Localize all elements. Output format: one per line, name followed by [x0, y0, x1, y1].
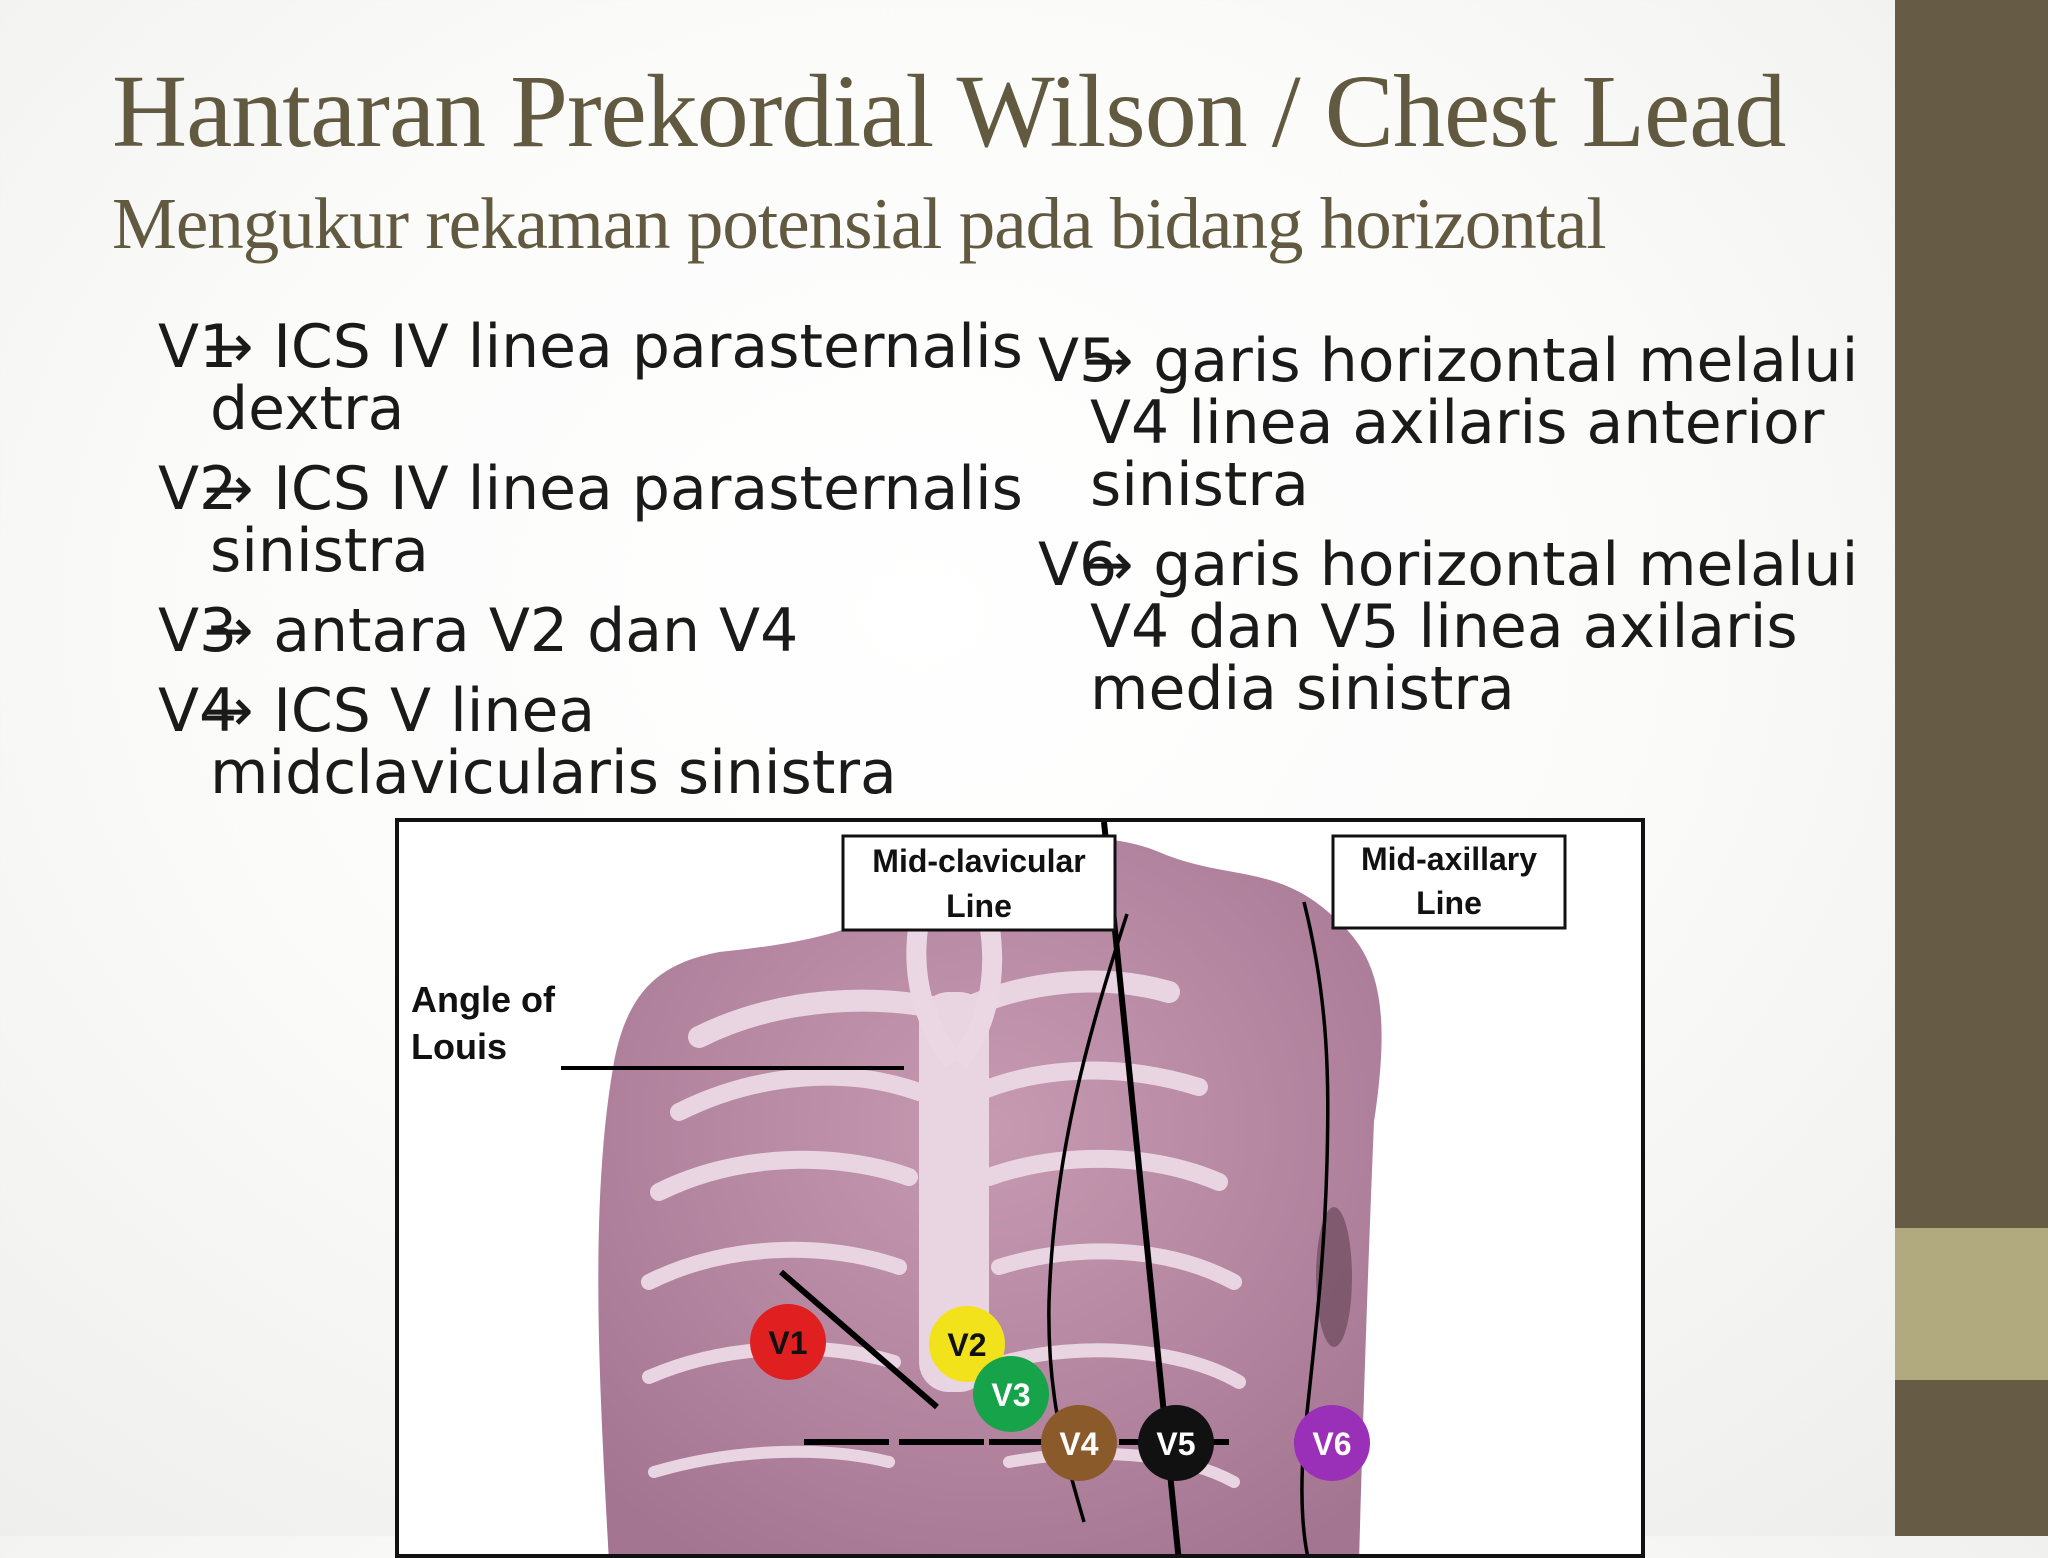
electrode-v3: V3	[973, 1356, 1049, 1432]
angle-of-louis-line2: Louis	[411, 1026, 507, 1067]
slide-title: Hantaran Prekordial Wilson / Chest Lead	[112, 54, 1786, 169]
lead-description: ICS IV linea parasternalis dextra	[210, 312, 1023, 444]
v1-v2-connector	[779, 1269, 939, 1410]
lead-description: antara V2 dan V4	[273, 596, 799, 666]
angle-of-louis-line1: Angle of	[411, 979, 556, 1020]
electrode-v1-label: V1	[768, 1325, 807, 1361]
lead-name: V6	[1038, 530, 1118, 600]
lead-name: V3	[158, 596, 238, 666]
list-item: V1→ICS IV linea parasternalis dextra	[158, 312, 1023, 444]
chest-illustration: V1 V2 V3 V4 V5 V6 Mid-clavicular Line	[399, 822, 1641, 1554]
electrode-v1-marker	[750, 1304, 826, 1380]
electrode-v6-marker	[1294, 1405, 1370, 1481]
electrode-v2-label: V2	[947, 1327, 986, 1363]
mid-clavicular-label-line1: Mid-clavicular	[872, 843, 1085, 879]
mid-clavicular-label-line2: Line	[946, 888, 1012, 924]
electrode-v4-marker	[1041, 1405, 1117, 1481]
list-item: V4→ICS V linea midclavicularis sinistra	[158, 676, 897, 808]
left-lead-list: V1→ICS IV linea parasternalis dextra V2→…	[158, 316, 1038, 822]
mid-axillary-line	[1300, 901, 1330, 1554]
sternum	[919, 992, 989, 1392]
mid-axillary-label-line1: Mid-axillary	[1361, 841, 1537, 877]
list-item: V5→garis horizontal melalui V4 linea axi…	[1038, 326, 1859, 520]
lead-description: ICS IV linea parasternalis sinistra	[210, 454, 1023, 586]
lead-name: V1	[158, 312, 238, 382]
sidebar-accent	[1895, 1228, 2048, 1380]
lead-description: garis horizontal melalui V4 linea axilar…	[1090, 326, 1859, 520]
electrode-v5-label: V5	[1156, 1426, 1195, 1462]
electrode-v4-label: V4	[1059, 1426, 1098, 1462]
electrode-v5: V5	[1138, 1405, 1214, 1481]
electrode-v6: V6	[1294, 1405, 1370, 1481]
chest-lead-diagram: V1 V2 V3 V4 V5 V6 Mid-clavicular Line	[395, 818, 1645, 1558]
electrode-v2: V2	[929, 1306, 1005, 1382]
right-lead-list: V5→garis horizontal melalui V4 linea axi…	[1038, 330, 1938, 738]
list-item: V2→ICS IV linea parasternalis sinistra	[158, 454, 1023, 586]
mid-clavicular-label: Mid-clavicular Line	[841, 834, 1117, 932]
mid-axillary-label-line2: Line	[1416, 885, 1482, 921]
slide-subtitle: Mengukur rekaman potensial pada bidang h…	[112, 183, 1607, 264]
electrode-v6-label: V6	[1312, 1426, 1351, 1462]
electrode-v2-marker	[929, 1306, 1005, 1382]
lead-description: garis horizontal melalui V4 dan V5 linea…	[1090, 530, 1859, 724]
mid-axillary-label: Mid-axillary Line	[1331, 834, 1567, 930]
lead-description: ICS V linea midclavicularis sinistra	[210, 676, 897, 808]
electrode-v5-marker	[1138, 1405, 1214, 1481]
list-item: V6→garis horizontal melalui V4 dan V5 li…	[1038, 530, 1859, 724]
electrode-v4: V4	[1041, 1405, 1117, 1481]
angle-of-louis-label: Angle of Louis	[411, 979, 556, 1067]
lead-name: V4	[158, 676, 238, 746]
electrode-v3-label: V3	[991, 1377, 1030, 1413]
lead-name: V5	[1038, 326, 1118, 396]
electrode-v3-marker	[973, 1356, 1049, 1432]
clavicle-junction	[906, 920, 1003, 1069]
lead-name: V2	[158, 454, 238, 524]
electrode-v1: V1	[750, 1304, 826, 1380]
list-item: V3→antara V2 dan V4	[158, 596, 799, 666]
